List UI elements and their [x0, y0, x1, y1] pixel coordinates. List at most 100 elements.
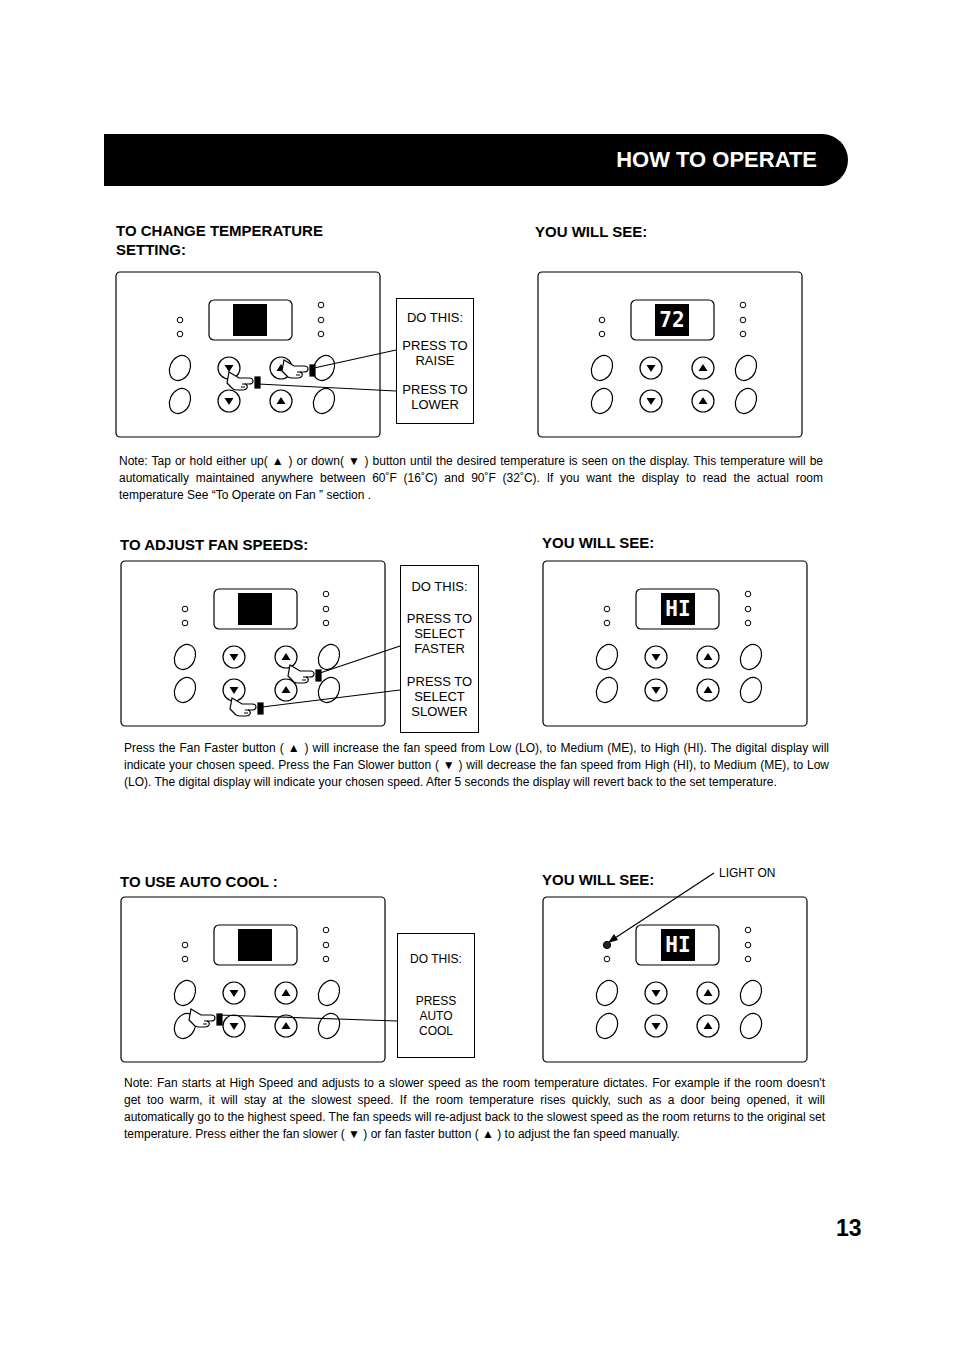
button [314, 1010, 343, 1042]
indicator-light [182, 620, 188, 626]
note-text: Press the Fan Faster button ( ▲ ) will i… [124, 740, 829, 791]
indicator-light-on [603, 941, 610, 948]
box-heading: DO THIS: [404, 579, 475, 594]
panel-outline [543, 897, 807, 1062]
indicator-light [182, 606, 188, 612]
display-window [631, 300, 714, 340]
down-arrow-symbol [647, 398, 656, 405]
hand-cuff [310, 365, 315, 376]
leader-line [314, 350, 396, 368]
up-arrow-symbol [704, 653, 713, 660]
control-panel [543, 897, 807, 1062]
indicator-light [740, 302, 746, 308]
control-panel [543, 561, 807, 726]
control-panel [538, 272, 802, 437]
display-window [209, 300, 292, 340]
down-arrow-symbol [647, 365, 656, 372]
hand-shape [189, 1009, 215, 1027]
leader-line [258, 384, 396, 391]
instruction-box: DO THIS:PRESS TO SELECT FASTERPRESS TO S… [400, 565, 479, 733]
display-window [214, 589, 297, 629]
instruction-box: DO THIS:PRESS AUTO COOL [397, 933, 475, 1058]
indicator-light [604, 606, 610, 612]
button [223, 1015, 245, 1037]
callout-label: LIGHT ON [719, 866, 809, 880]
hand-shape [282, 360, 308, 378]
down-arrow-symbol [230, 1023, 239, 1030]
button [592, 977, 621, 1009]
button [736, 977, 765, 1009]
button [640, 357, 662, 379]
up-arrow-symbol [282, 989, 291, 996]
button [692, 390, 714, 412]
instruction-box: DO THIS:PRESS TO RAISEPRESS TO LOWER [396, 298, 474, 424]
section-heading: TO ADJUST FAN SPEEDS: [120, 535, 380, 554]
button [165, 352, 194, 384]
button [640, 390, 662, 412]
control-panel [121, 897, 385, 1062]
button [170, 977, 199, 1009]
indicator-light [604, 620, 610, 626]
button [736, 1010, 765, 1042]
indicator-light [745, 942, 751, 948]
pointer-hand [288, 665, 321, 683]
button [736, 674, 765, 706]
button [592, 641, 621, 673]
indicator-light [318, 302, 324, 308]
panel-outline [116, 272, 380, 437]
indicator-light [182, 942, 188, 948]
title-band [104, 134, 848, 186]
display-window [636, 925, 719, 965]
button [697, 1015, 719, 1037]
indicator-light [740, 331, 746, 337]
display-screen [238, 929, 272, 961]
instruction-text: PRESS TO SELECT FASTER [404, 611, 475, 656]
up-arrow-symbol [699, 364, 708, 371]
button [645, 982, 667, 1004]
control-panels [116, 272, 807, 1062]
hand-shape [230, 698, 256, 716]
down-arrow-symbol [652, 687, 661, 694]
hand-finger [241, 384, 246, 387]
section-heading: TO USE AUTO COOL : [120, 872, 380, 891]
button [587, 385, 616, 417]
display-screen: HI [661, 929, 695, 961]
indicator-light [177, 317, 183, 323]
button [275, 646, 297, 668]
button [218, 390, 240, 412]
up-arrow-symbol [282, 1022, 291, 1029]
page-number: 13 [836, 1215, 876, 1242]
display-screen [238, 593, 272, 625]
button [223, 646, 245, 668]
button [645, 1015, 667, 1037]
indicator-light [745, 606, 751, 612]
indicator-light [177, 331, 183, 337]
button [731, 385, 760, 417]
instruction-text: PRESS TO RAISE [400, 338, 470, 368]
pointer-hand [230, 698, 263, 716]
leader-line [320, 646, 400, 673]
button [275, 982, 297, 1004]
button [697, 679, 719, 701]
note-text: Note: Tap or hold either up( ▲ ) or down… [119, 453, 823, 504]
down-arrow-symbol [225, 398, 234, 405]
pointer-hand [282, 360, 315, 378]
display-screen [233, 304, 267, 336]
button [645, 679, 667, 701]
button [692, 357, 714, 379]
instruction-text: PRESS TO LOWER [400, 382, 470, 412]
pointer-hand [189, 1009, 222, 1027]
down-arrow-symbol [230, 687, 239, 694]
down-arrow-symbol [652, 990, 661, 997]
indicator-light [745, 591, 751, 597]
hand-finger [296, 372, 301, 375]
hand-cuff [255, 377, 260, 388]
display-screen: 72 [655, 304, 689, 336]
button [587, 352, 616, 384]
button [731, 352, 760, 384]
display-reading: HI [665, 597, 690, 621]
down-arrow-symbol [652, 654, 661, 661]
up-arrow-symbol [277, 397, 286, 404]
indicator-light [740, 317, 746, 323]
display-reading: 72 [659, 308, 684, 332]
